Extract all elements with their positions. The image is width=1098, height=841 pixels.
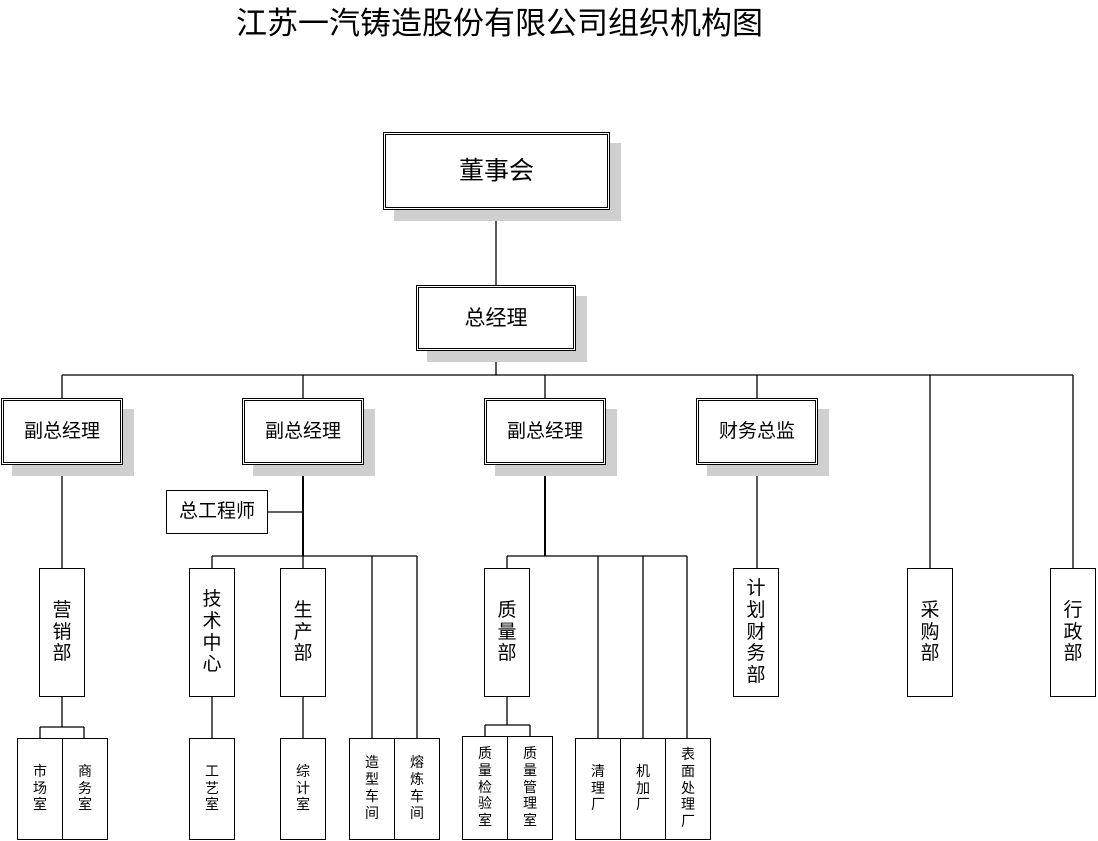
unit-molding-workshop-label: 造型车间 xyxy=(365,755,379,822)
dept-marketing: 营销部 xyxy=(39,568,85,697)
vice-gm-box-2: 副总经理 xyxy=(242,398,364,465)
cfo-box: 财务总监 xyxy=(696,398,818,465)
unit-quality-management-office-label: 质量管理室 xyxy=(523,746,537,830)
unit-surface-treatment-plant: 表面处理厂 xyxy=(665,738,711,840)
dept-purchasing-label: 采购部 xyxy=(920,598,940,665)
unit-business-office: 商务室 xyxy=(62,738,108,840)
unit-machining-plant-label: 机加厂 xyxy=(636,763,650,814)
unit-molding-workshop: 造型车间 xyxy=(349,738,395,840)
unit-market-office-label: 市场室 xyxy=(33,763,47,814)
vice-gm-box-3: 副总经理 xyxy=(484,398,606,465)
unit-general-planning-office: 综计室 xyxy=(280,738,326,840)
general-manager-label: 总经理 xyxy=(464,305,528,330)
dept-purchasing: 采购部 xyxy=(907,568,953,697)
dept-production: 生产部 xyxy=(280,568,326,697)
dept-admin-label: 行政部 xyxy=(1063,598,1083,665)
unit-smelting-workshop-label: 熔炼车间 xyxy=(410,755,424,822)
chief-engineer-label: 总工程师 xyxy=(178,500,255,523)
dept-planning-finance: 计划财务部 xyxy=(733,568,779,697)
unit-surface-treatment-plant-label: 表面处理厂 xyxy=(681,747,695,831)
unit-business-office-label: 商务室 xyxy=(78,763,92,814)
unit-cleaning-plant-label: 清理厂 xyxy=(591,763,605,814)
dept-marketing-label: 营销部 xyxy=(52,598,72,665)
unit-cleaning-plant: 清理厂 xyxy=(575,738,621,840)
unit-smelting-workshop: 熔炼车间 xyxy=(394,738,440,840)
dept-tech-center: 技术中心 xyxy=(189,568,235,697)
unit-machining-plant: 机加厂 xyxy=(620,738,666,840)
dept-production-label: 生产部 xyxy=(293,598,313,665)
chart-title: 江苏一汽铸造股份有限公司组织机构图 xyxy=(236,6,763,42)
general-manager-box: 总经理 xyxy=(416,285,576,351)
unit-process-office: 工艺室 xyxy=(189,738,235,840)
unit-quality-management-office: 质量管理室 xyxy=(507,736,553,840)
unit-quality-inspection-office: 质量检验室 xyxy=(462,736,508,840)
board-box: 董事会 xyxy=(383,132,610,210)
vice-gm-box-1: 副总经理 xyxy=(1,398,123,465)
board-label: 董事会 xyxy=(458,155,534,185)
dept-admin: 行政部 xyxy=(1050,568,1096,697)
chief-engineer-box: 总工程师 xyxy=(166,490,268,534)
vice-gm-label-3: 副总经理 xyxy=(506,419,583,442)
unit-process-office-label: 工艺室 xyxy=(205,763,219,814)
dept-quality: 质量部 xyxy=(484,568,530,697)
unit-quality-inspection-office-label: 质量检验室 xyxy=(478,746,492,830)
unit-market-office: 市场室 xyxy=(17,738,63,840)
dept-quality-label: 质量部 xyxy=(497,598,517,665)
dept-planning-finance-label: 计划财务部 xyxy=(746,576,766,687)
vice-gm-label-2: 副总经理 xyxy=(264,419,341,442)
cfo-label: 财务总监 xyxy=(718,419,795,442)
vice-gm-label-1: 副总经理 xyxy=(23,419,100,442)
unit-general-planning-office-label: 综计室 xyxy=(296,763,310,814)
dept-tech-center-label: 技术中心 xyxy=(202,587,222,676)
